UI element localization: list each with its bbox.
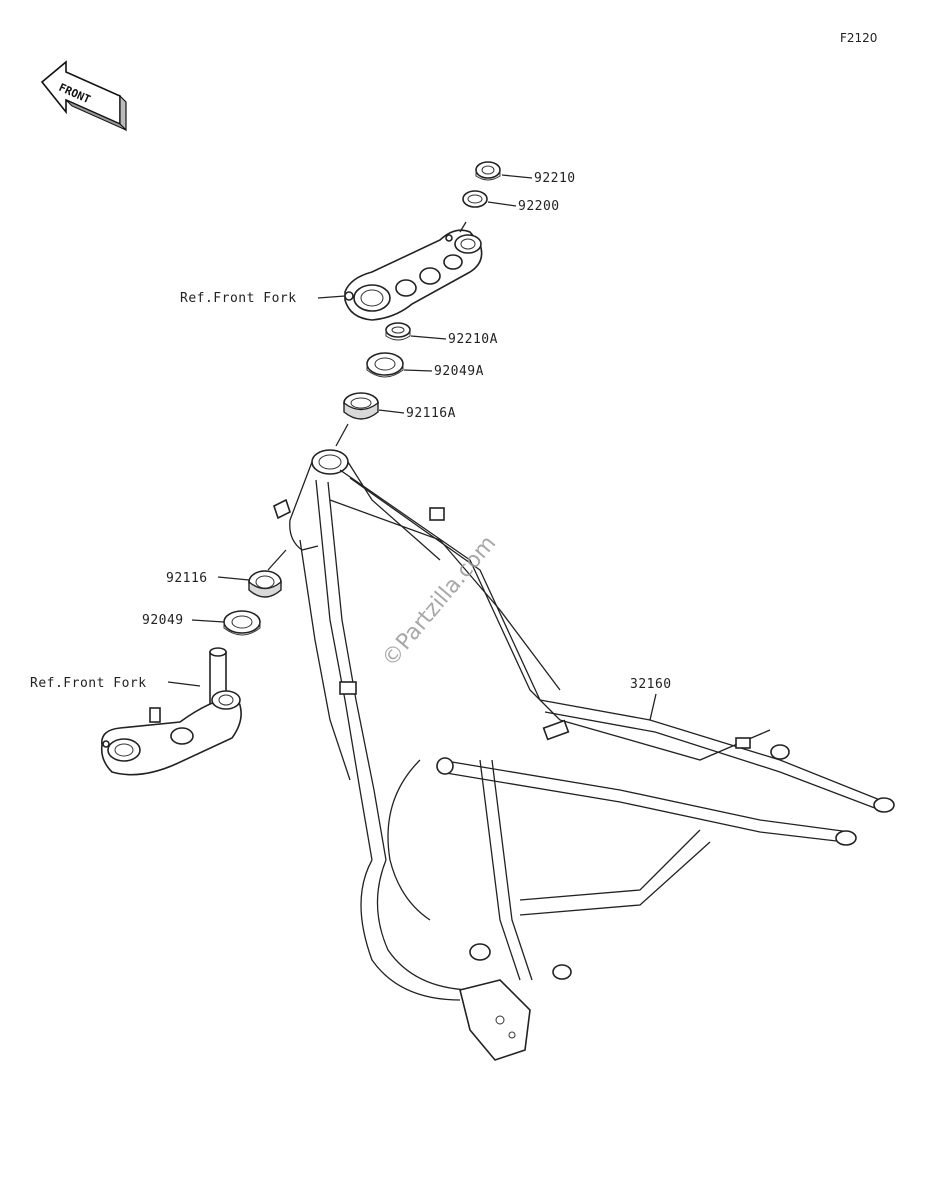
leader-92116A	[378, 409, 405, 414]
callout-ref-front-fork-lower: Ref.Front Fork	[30, 676, 147, 691]
seal-92049-part	[223, 610, 261, 636]
upper-triple-clamp-part	[344, 229, 483, 321]
leader-ref-front-fork-upper	[317, 295, 346, 299]
diagram-code: F2120	[840, 31, 877, 45]
lower-triple-clamp-part	[100, 647, 242, 776]
leader-lower-head	[267, 549, 287, 571]
callout-92210: 92210	[534, 171, 576, 186]
leader-92210A	[410, 335, 447, 340]
leader-92116	[217, 576, 250, 581]
callout-92116A: 92116A	[406, 406, 456, 421]
frame-32160-part	[273, 449, 895, 1061]
leader-32160	[649, 693, 657, 721]
washer-92200-part	[462, 190, 488, 208]
callout-92200: 92200	[518, 199, 560, 214]
callout-ref-front-fork-upper: Ref.Front Fork	[180, 291, 297, 306]
seal-92049A-part	[366, 352, 404, 378]
leader-steering-head	[335, 423, 349, 447]
callout-92049A: 92049A	[434, 364, 484, 379]
leader-92049	[191, 619, 225, 623]
front-arrow-icon: FRONT	[40, 60, 127, 132]
leader-92210	[501, 174, 533, 179]
bearing-92116-part	[248, 570, 282, 598]
callout-92210A: 92210A	[448, 332, 498, 347]
callout-92116: 92116	[166, 571, 208, 586]
leader-92200	[487, 201, 517, 207]
leader-ref-front-fork-lower	[167, 681, 201, 687]
leader-upper-clamp	[459, 221, 467, 233]
watermark: ©Partzilla.com	[377, 531, 501, 672]
callout-32160: 32160	[630, 677, 672, 692]
nut-92210A-part	[385, 322, 411, 341]
nut-92210-part	[475, 161, 501, 181]
bearing-92116A-part	[343, 392, 379, 420]
callout-92049: 92049	[142, 613, 184, 628]
leader-92049A	[403, 369, 433, 372]
